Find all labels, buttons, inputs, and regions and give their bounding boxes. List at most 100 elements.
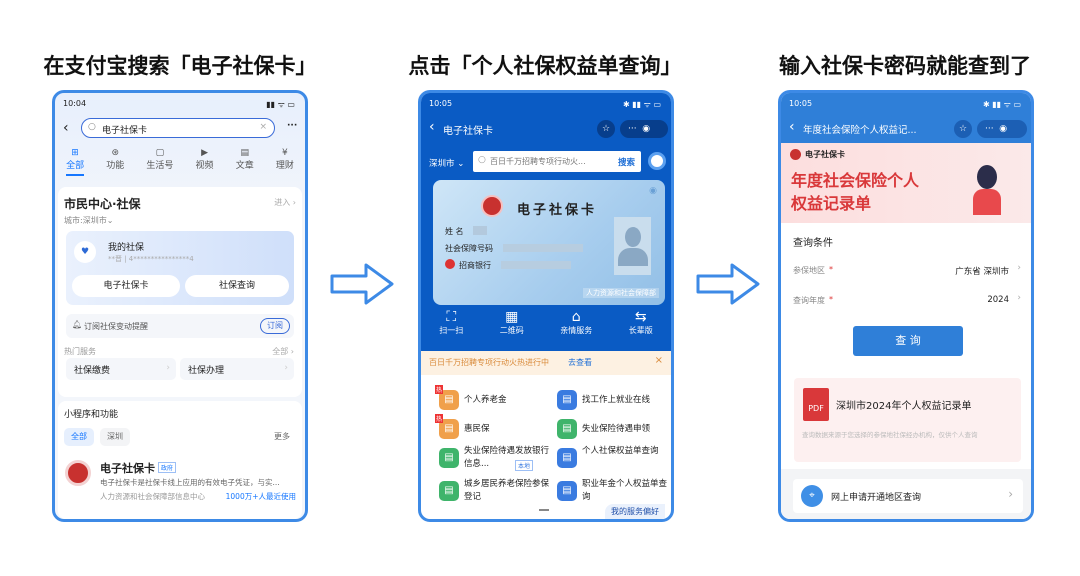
family-icon: ⌂ <box>571 309 581 325</box>
tab-all[interactable]: ⊞全部 <box>66 148 85 176</box>
service-label: 失业保险待遇申领 <box>582 424 651 434</box>
customer-service-icon[interactable] <box>648 152 666 170</box>
enter-link[interactable]: 进入 › <box>274 198 296 207</box>
apply-region-row[interactable]: ⌖ 网上申请开通地区查询 › <box>793 479 1023 513</box>
service-item[interactable]: ▤找工作上就业在线 <box>557 387 667 415</box>
back-icon[interactable]: ‹ <box>789 119 795 135</box>
more-filter[interactable]: 更多 <box>274 432 290 441</box>
ssn-label: 社会保障号码 <box>445 244 493 253</box>
service-preference-button[interactable]: 我的服务偏好 <box>605 504 665 519</box>
tab-label: 文章 <box>235 161 254 171</box>
card-issuer: 人力资源和社会保障部 <box>583 288 659 298</box>
back-icon[interactable]: ‹ <box>63 120 69 136</box>
tab-video[interactable]: ▶视频 <box>196 148 214 176</box>
hot-services-label: 热门服务 <box>64 347 96 356</box>
pdf-title: 深圳市2024年个人权益记录单 <box>836 401 972 412</box>
bell-icon: 🔔︎ <box>72 320 83 329</box>
notice-banner[interactable]: 百日千万招聘专项行动火热进行中 去查看 × <box>421 351 671 375</box>
service-item[interactable]: ▤热个人养老金 <box>435 385 549 415</box>
tab-finance[interactable]: ¥ 理财 <box>276 148 294 176</box>
region-field[interactable]: 参保地区 * 广东省 深圳市 › <box>793 263 1021 281</box>
back-icon[interactable]: ‹ <box>429 119 435 135</box>
chip-shenzhen[interactable]: 深圳 <box>100 428 130 446</box>
chip-all[interactable]: 全部 <box>64 428 94 446</box>
capsule-menu[interactable]: ··· ◉ <box>977 120 1027 138</box>
hot-item-label: 社保办理 <box>188 366 225 376</box>
quick-qrcode[interactable]: ▦二维码 <box>500 309 524 336</box>
city-select[interactable]: 深圳市 ⌄ <box>429 159 465 169</box>
pdf-icon: PDF <box>803 388 829 421</box>
capsule-menu[interactable]: ··· ◉ <box>620 120 668 138</box>
city-select[interactable]: 城市:深圳市⌄ <box>64 216 114 225</box>
tab-life[interactable]: ▢生活号 <box>146 148 173 176</box>
tab-label: 全部 <box>66 161 85 171</box>
result-org: 人力资源和社会保障部信息中心 <box>100 492 205 501</box>
subscribe-text: 订阅社保变动提醒 <box>84 322 148 331</box>
title-banner: 电子社保卡 年度社会保险个人 权益记录单 <box>781 143 1031 223</box>
status-time: 10:05 <box>789 99 813 108</box>
service-item[interactable]: ▤失业保险待遇发放银行信息...本地 <box>439 445 549 473</box>
ecard-button[interactable]: 电子社保卡 <box>72 275 180 297</box>
service-item[interactable]: ▤城乡居民养老保险参保登记 <box>439 478 549 506</box>
clear-icon[interactable]: × <box>259 122 267 132</box>
status-bar: 10:04▮▮ ᯤ ▭ <box>63 99 295 110</box>
close-icon[interactable]: × <box>654 355 663 366</box>
arrow-right-icon <box>696 263 760 305</box>
service-item[interactable]: ▤热惠民保 <box>435 414 549 444</box>
favorite-star-icon[interactable]: ☆ <box>597 120 615 138</box>
eye-icon[interactable]: ◉ <box>649 186 657 196</box>
local-tag: 本地 <box>515 460 534 471</box>
search-input[interactable]: ○ 百日千万招聘专项行动火... 搜索 <box>473 151 641 172</box>
tab-label: 理财 <box>275 161 294 171</box>
my-social-security[interactable]: ♥ 我的社保 **晋 | 4****************4 电子社保卡 社保… <box>66 231 294 305</box>
service-icon: ▤ <box>557 481 577 501</box>
favorite-star-icon[interactable]: ☆ <box>954 120 972 138</box>
more-icon[interactable]: ··· <box>287 121 298 131</box>
tab-function[interactable]: ⊛功能 <box>106 148 124 176</box>
social-security-card[interactable]: ◉ 电子社保卡 姓 名 社会保障号码 招商银行 人力资源和社会保障部 <box>433 180 665 305</box>
service-label: 个人养老金 <box>464 395 507 405</box>
quick-family[interactable]: ⌂亲情服务 <box>560 309 592 336</box>
query-conditions-title: 查询条件 <box>793 238 833 249</box>
quick-elder[interactable]: ⇆长辈版 <box>629 309 653 336</box>
ecard-logo-text: 电子社保卡 <box>805 149 845 159</box>
chevron-right-icon: › <box>1008 487 1013 501</box>
service-item[interactable]: ▤失业保险待遇申领 <box>557 416 667 444</box>
mini-programs-section: 小程序和功能 全部 深圳 更多 电子社保卡 政府 电子社保卡是社保卡线上应用的有… <box>58 401 302 519</box>
result-desc: 电子社保卡是社保卡线上应用的有效电子凭证，与实... <box>100 478 280 487</box>
woman-illustration <box>977 165 997 189</box>
chevron-right-icon: › <box>284 363 288 373</box>
year-field[interactable]: 查询年度 * 2024 › <box>793 293 1021 311</box>
service-icon: ▤ <box>439 448 459 468</box>
service-icon: ▤ <box>439 481 459 501</box>
service-item[interactable]: ▤个人社保权益单查询 <box>557 445 667 473</box>
finance-icon: ¥ <box>281 148 288 158</box>
hot-all-link[interactable]: 全部 › <box>272 347 294 356</box>
scan-icon: ⛶ <box>446 309 457 325</box>
result-users: 1000万+人最近使用 <box>225 492 296 501</box>
query-button[interactable]: 社保查询 <box>185 275 289 297</box>
search-button[interactable]: 搜索 <box>617 158 635 168</box>
quick-label: 扫一扫 <box>439 326 464 335</box>
hot-item-handle[interactable]: 社保办理 › <box>180 358 294 380</box>
quick-scan[interactable]: ⛶扫一扫 <box>439 309 463 336</box>
banner-link[interactable]: 去查看 <box>568 358 592 367</box>
tab-label: 视频 <box>195 161 214 171</box>
hot-item-payment[interactable]: 社保缴费› <box>66 358 176 380</box>
chevron-right-icon: › <box>1017 263 1021 273</box>
pdf-result-card[interactable]: PDF 深圳市2024年个人权益记录单 查询数据来源于您选择的参保地社保经办机构… <box>794 378 1021 462</box>
service-label: 失业保险待遇发放银行信息... <box>464 446 550 469</box>
masked-id: **晋 | 4****************4 <box>108 255 194 263</box>
quick-label: 二维码 <box>499 326 524 335</box>
field-label: 参保地区 <box>793 266 825 275</box>
result-title[interactable]: 电子社保卡 <box>100 462 155 475</box>
tab-article[interactable]: ▤文章 <box>236 148 254 176</box>
service-label: 找工作上就业在线 <box>582 395 651 405</box>
subscribe-button[interactable]: 订阅 <box>260 318 290 334</box>
signal-icon: ▮▮ ᯤ ▭ <box>266 100 295 109</box>
search-input[interactable]: ○ 电子社保卡 × <box>81 118 275 138</box>
photo-avatar <box>614 217 651 275</box>
query-button[interactable]: 查 询 <box>853 326 963 356</box>
apply-label: 网上申请开通地区查询 <box>831 493 922 503</box>
service-item[interactable]: ▤职业年金个人权益单查询 <box>557 478 667 506</box>
